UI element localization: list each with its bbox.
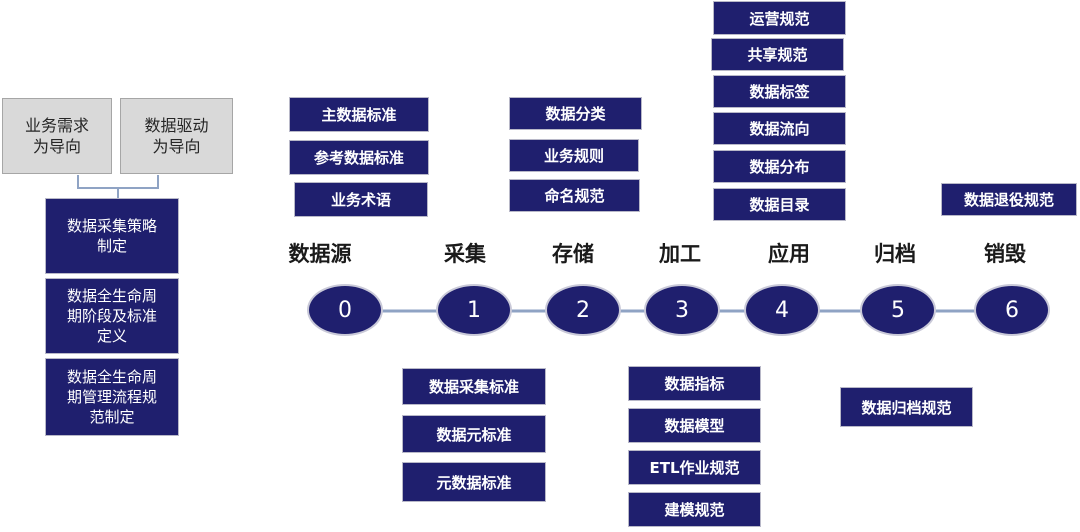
- tag-data-model: 数据模型: [628, 408, 761, 443]
- tag-data-archive-spec: 数据归档规范: [840, 387, 973, 427]
- tag-data-catalog: 数据目录: [713, 188, 846, 221]
- stage-label-store: 存储: [552, 242, 594, 266]
- stage-label-source: 数据源: [288, 242, 352, 266]
- tag-metadata-standard: 元数据标准: [402, 462, 546, 502]
- step-box-lifecycle-standards: 数据全生命周 期阶段及标准 定义: [45, 278, 179, 354]
- tag-data-collection-standard: 数据采集标准: [402, 368, 546, 405]
- tag-data-label: 数据标签: [713, 75, 846, 108]
- stage-label-collect: 采集: [444, 242, 486, 266]
- tag-reference-data-standard: 参考数据标准: [289, 140, 429, 175]
- stage-node-4: 4: [744, 284, 820, 336]
- tag-data-distribution: 数据分布: [713, 150, 846, 183]
- stage-node-3: 3: [644, 284, 720, 336]
- stage-label-apply: 应用: [768, 242, 810, 266]
- tag-etl-job-spec: ETL作业规范: [628, 450, 761, 485]
- tag-business-rules: 业务规则: [509, 139, 639, 172]
- stage-node-1: 1: [436, 284, 512, 336]
- bracket-connector: [77, 175, 159, 198]
- stage-node-6: 6: [974, 284, 1050, 336]
- tag-data-retirement-spec: 数据退役规范: [941, 183, 1077, 216]
- data-driven-box: 数据驱动 为导向: [120, 98, 233, 174]
- business-driven-box: 业务需求 为导向: [2, 98, 112, 174]
- step-box-lifecycle-process: 数据全生命周 期管理流程规 范制定: [45, 358, 179, 436]
- stage-label-archive: 归档: [874, 242, 916, 266]
- tag-data-element-standard: 数据元标准: [402, 415, 546, 453]
- stage-label-destroy: 销毁: [984, 242, 1026, 266]
- tag-sharing-spec: 共享规范: [711, 38, 844, 71]
- tag-data-metrics: 数据指标: [628, 366, 761, 401]
- tag-business-glossary: 业务术语: [294, 182, 428, 217]
- tag-modeling-spec: 建模规范: [628, 492, 761, 527]
- tag-data-flow: 数据流向: [713, 112, 846, 145]
- stage-node-5: 5: [860, 284, 936, 336]
- stage-node-2: 2: [545, 284, 621, 336]
- tag-operation-spec: 运营规范: [713, 1, 846, 35]
- tag-master-data-standard: 主数据标准: [289, 97, 429, 132]
- tag-naming-convention: 命名规范: [509, 179, 640, 212]
- step-box-collection-strategy: 数据采集策略 制定: [45, 198, 179, 274]
- stage-node-0: 0: [307, 284, 383, 336]
- tag-data-classification: 数据分类: [509, 97, 642, 130]
- stage-label-process: 加工: [659, 242, 701, 266]
